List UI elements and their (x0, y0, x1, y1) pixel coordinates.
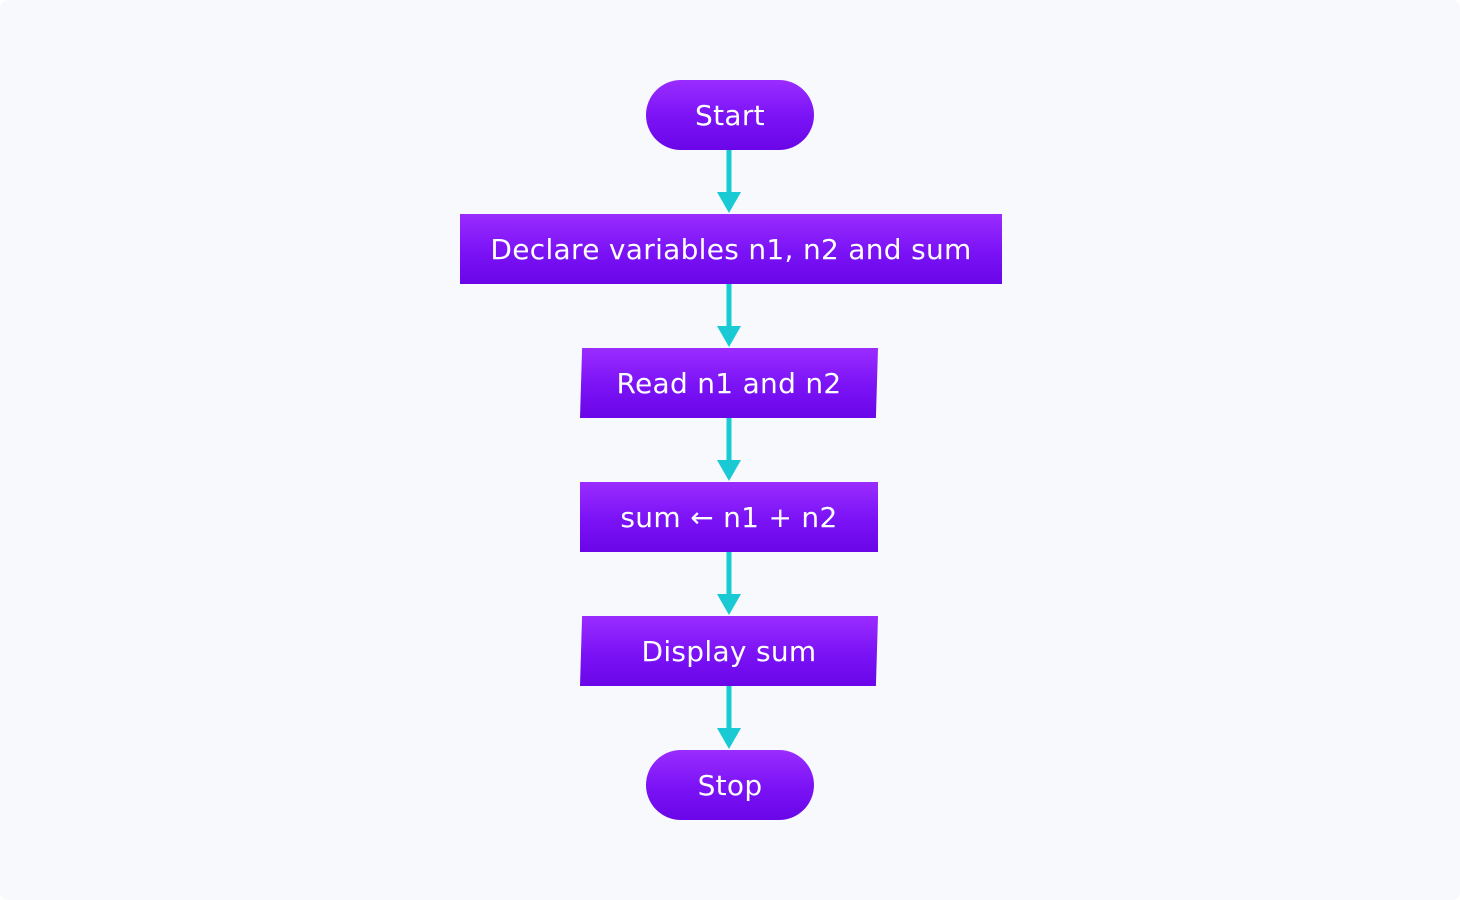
read-input-node-label: Read n1 and n2 (616, 366, 842, 400)
read-input-node: Read n1 and n2 (580, 348, 878, 418)
arrow-read-to-compute (717, 417, 741, 481)
arrow-declare-to-read (717, 283, 741, 347)
declare-variables-node-label: Declare variables n1, n2 and sum (490, 232, 972, 266)
arrow-display-to-stop (717, 685, 741, 749)
compute-sum-node: sum ← n1 + n2 (580, 482, 878, 552)
stop-node-label: Stop (697, 768, 763, 802)
start-node: Start (646, 80, 814, 150)
display-output-node-label: Display sum (641, 634, 817, 668)
arrow-compute-to-display (717, 551, 741, 615)
stop-node: Stop (646, 750, 814, 820)
display-output-node: Display sum (580, 616, 878, 686)
declare-variables-node: Declare variables n1, n2 and sum (460, 214, 1002, 284)
start-node-label: Start (695, 98, 765, 132)
compute-sum-node-label: sum ← n1 + n2 (620, 500, 838, 534)
arrow-start-to-declare (717, 149, 741, 213)
